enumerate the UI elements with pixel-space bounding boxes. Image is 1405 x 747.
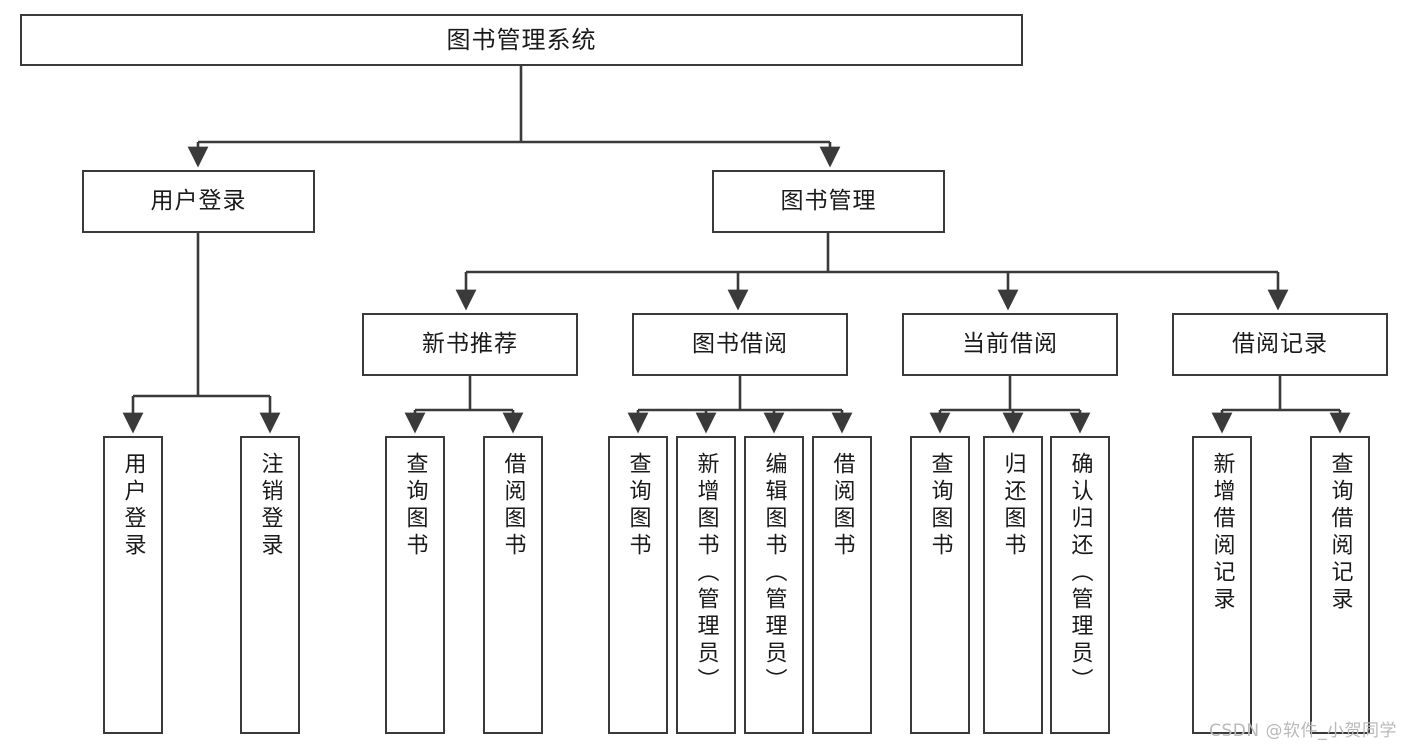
node-leaf-borrow-book-bor-label: 借阅图书 [829, 452, 855, 560]
node-leaf-confirm-return-label: 确认归还（管理员） [1067, 452, 1093, 695]
node-leaf-confirm-return[interactable]: 确认归还（管理员） [1050, 436, 1110, 734]
node-leaf-borrow-book-rec-label: 借阅图书 [500, 452, 526, 560]
node-root[interactable]: 图书管理系统 [20, 14, 1023, 66]
node-current-borrow[interactable]: 当前借阅 [902, 313, 1118, 376]
node-leaf-edit-book-label: 编辑图书（管理员） [761, 452, 787, 695]
node-new-book-recommend[interactable]: 新书推荐 [362, 313, 578, 376]
node-leaf-query-record-label: 查询借阅记录 [1327, 452, 1353, 614]
node-new-book-recommend-label: 新书推荐 [422, 330, 518, 357]
node-root-label: 图书管理系统 [446, 25, 597, 54]
node-leaf-query-book-bor[interactable]: 查询图书 [608, 436, 668, 734]
node-leaf-user-login[interactable]: 用户登录 [103, 436, 163, 734]
node-leaf-user-logout[interactable]: 注销登录 [240, 436, 300, 734]
node-leaf-add-record[interactable]: 新增借阅记录 [1192, 436, 1252, 734]
node-book-borrow[interactable]: 图书借阅 [632, 313, 848, 376]
node-book-manage-label: 图书管理 [780, 187, 877, 214]
node-leaf-add-book-label: 新增图书（管理员） [693, 452, 719, 695]
node-borrow-record[interactable]: 借阅记录 [1172, 313, 1388, 376]
node-leaf-query-book-rec[interactable]: 查询图书 [385, 436, 445, 734]
node-book-manage[interactable]: 图书管理 [712, 170, 945, 233]
node-leaf-user-logout-label: 注销登录 [257, 452, 283, 560]
node-leaf-borrow-book-rec[interactable]: 借阅图书 [483, 436, 543, 734]
node-book-borrow-label: 图书借阅 [692, 330, 788, 357]
node-leaf-query-record[interactable]: 查询借阅记录 [1310, 436, 1370, 734]
node-leaf-edit-book[interactable]: 编辑图书（管理员） [744, 436, 804, 734]
node-borrow-record-label: 借阅记录 [1232, 330, 1328, 357]
csdn-watermark: CSDN @软件_小贺同学 [1209, 721, 1397, 741]
node-leaf-query-book-cur[interactable]: 查询图书 [910, 436, 970, 734]
node-leaf-return-book[interactable]: 归还图书 [983, 436, 1043, 734]
node-leaf-query-book-bor-label: 查询图书 [625, 452, 651, 560]
node-leaf-add-book[interactable]: 新增图书（管理员） [676, 436, 736, 734]
node-leaf-user-login-label: 用户登录 [120, 452, 146, 560]
node-current-borrow-label: 当前借阅 [962, 330, 1058, 357]
node-user-login[interactable]: 用户登录 [82, 170, 315, 233]
node-leaf-return-book-label: 归还图书 [1000, 452, 1026, 560]
node-leaf-borrow-book-bor[interactable]: 借阅图书 [812, 436, 872, 734]
node-leaf-add-record-label: 新增借阅记录 [1209, 452, 1235, 614]
node-leaf-query-book-rec-label: 查询图书 [402, 452, 428, 560]
node-user-login-label: 用户登录 [150, 187, 247, 214]
node-leaf-query-book-cur-label: 查询图书 [927, 452, 953, 560]
